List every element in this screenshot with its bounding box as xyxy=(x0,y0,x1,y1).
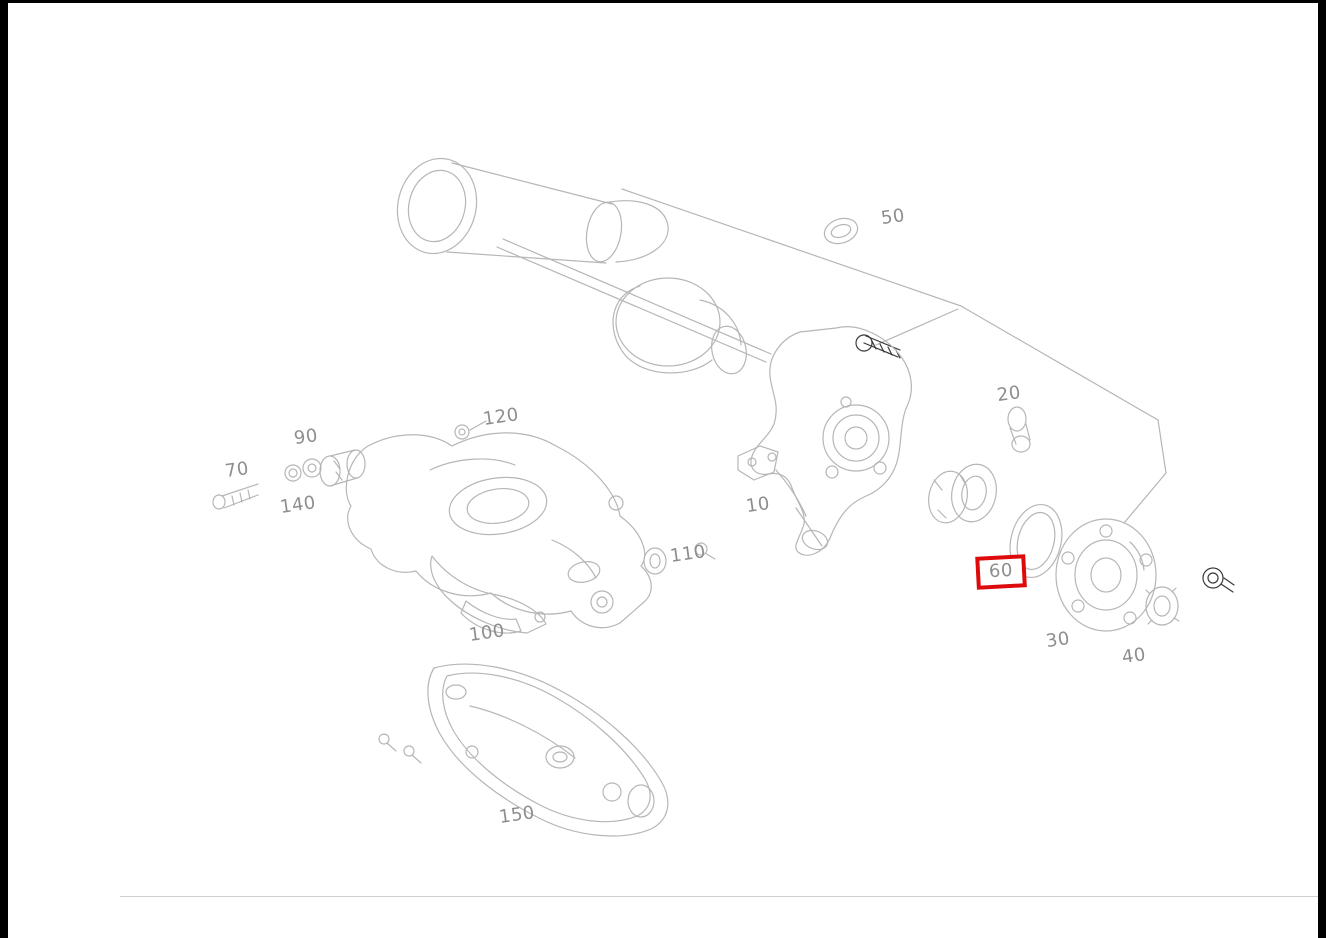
panel-outline xyxy=(621,188,1167,524)
hub-flange xyxy=(1055,518,1157,632)
window-frame-left xyxy=(0,0,8,938)
bottom-divider xyxy=(120,896,1318,897)
actuator-assembly xyxy=(396,157,772,375)
part-callout-90[interactable]: 90 xyxy=(292,424,320,450)
window-frame-right xyxy=(1318,0,1326,938)
bolt-part-left xyxy=(212,483,259,510)
part-callout-70[interactable]: 70 xyxy=(223,457,251,483)
part-callout-120[interactable]: 120 xyxy=(481,404,521,430)
part-callout-50[interactable]: 50 xyxy=(879,204,907,230)
window-frame-top xyxy=(0,0,1326,3)
bracket-part xyxy=(430,555,547,634)
part-callout-110[interactable]: 110 xyxy=(668,541,708,567)
wheel-carrier xyxy=(750,326,912,556)
link-fork xyxy=(737,445,807,517)
bushing-part xyxy=(319,449,366,487)
part-callout-140[interactable]: 140 xyxy=(278,492,318,518)
bolt-part-right xyxy=(1202,567,1235,593)
part-callout-10[interactable]: 10 xyxy=(744,492,772,518)
washer-parts xyxy=(284,458,322,482)
cover-housing xyxy=(427,663,669,837)
clip-part xyxy=(823,217,859,245)
part-callout-20[interactable]: 20 xyxy=(995,381,1023,407)
snap-ring-part xyxy=(1009,503,1063,579)
ring-and-pin-parts xyxy=(643,542,716,575)
sensor-part xyxy=(1007,406,1031,453)
part-callout-60[interactable]: 60 xyxy=(975,554,1027,590)
part-callout-150[interactable]: 150 xyxy=(497,802,537,828)
control-arm xyxy=(345,420,652,629)
screw-parts xyxy=(378,733,422,764)
tone-ring xyxy=(1145,586,1180,626)
part-callout-100[interactable]: 100 xyxy=(467,620,507,646)
bolt-part-top xyxy=(855,334,901,359)
bearing-pair xyxy=(928,463,997,524)
part-callout-40[interactable]: 40 xyxy=(1120,643,1148,669)
part-callout-30[interactable]: 30 xyxy=(1044,627,1072,653)
